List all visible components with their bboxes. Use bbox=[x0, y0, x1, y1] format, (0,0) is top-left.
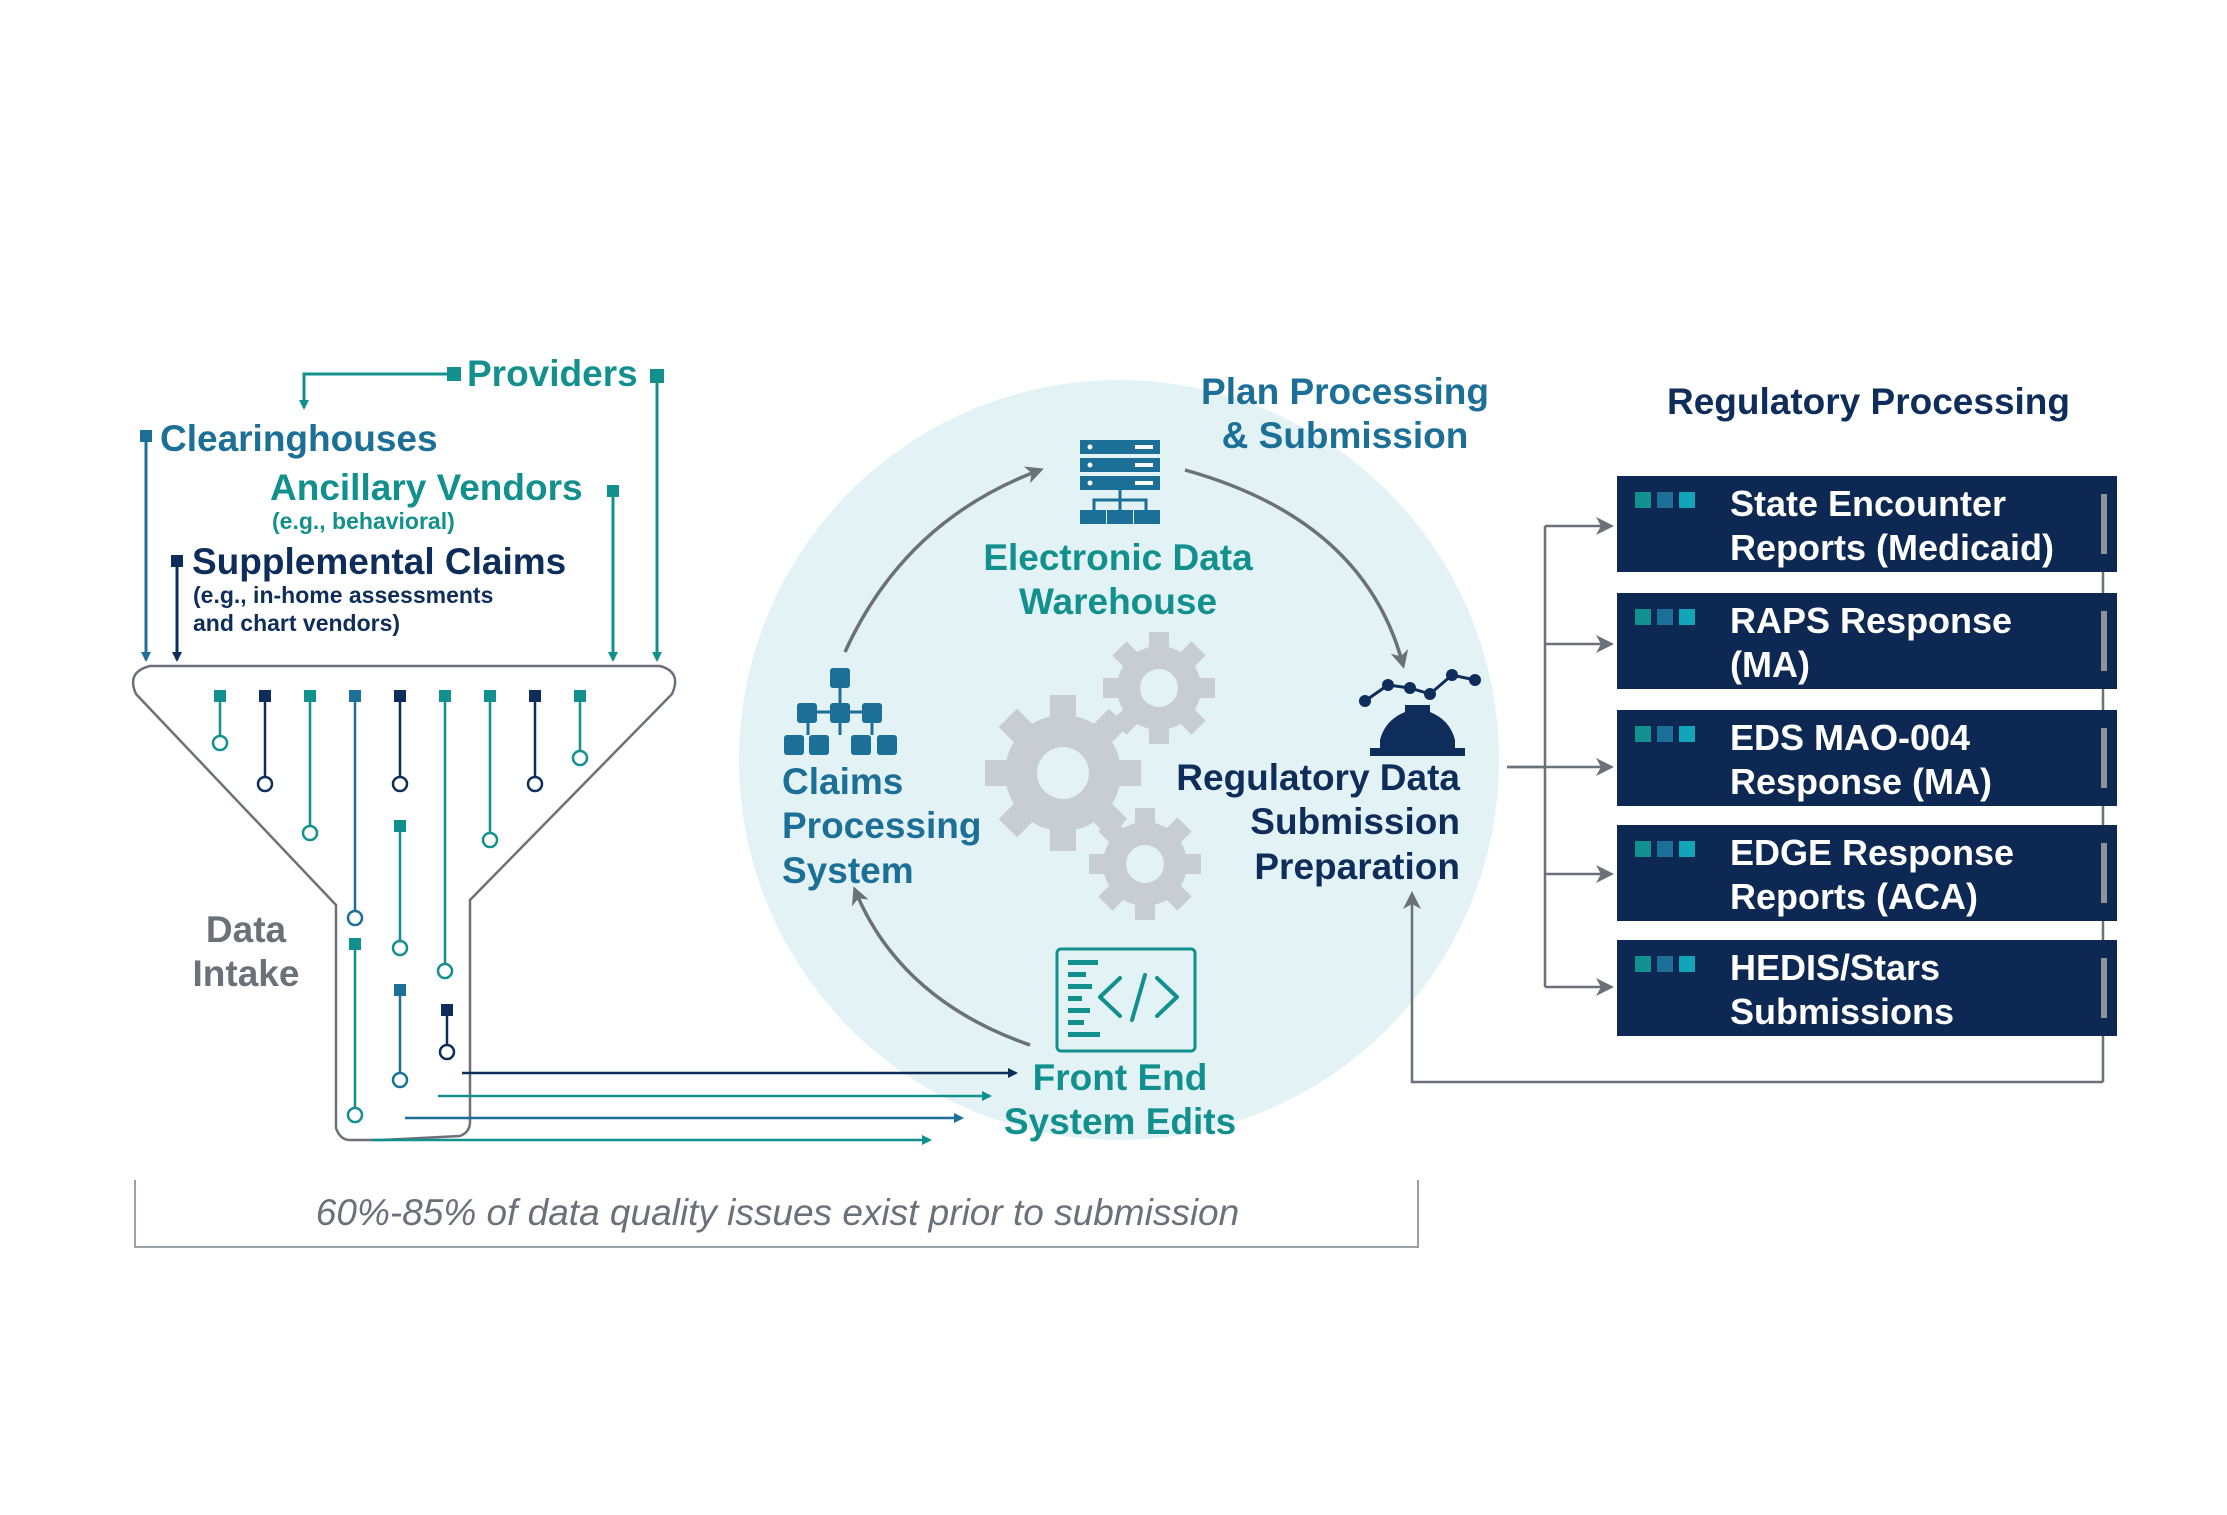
indicator-icon bbox=[1657, 956, 1673, 972]
regprep-line-3: Preparation bbox=[1254, 845, 1460, 887]
data-intake-line-1: Data bbox=[205, 909, 287, 950]
org-chart-icon bbox=[784, 668, 897, 755]
indicator-icon bbox=[1679, 609, 1695, 625]
supplemental-claims-label: Supplemental Claims bbox=[192, 541, 567, 582]
reg-box-label: EDGE Response Reports (ACA) bbox=[1730, 832, 2015, 917]
footnote-bracket bbox=[134, 1180, 1419, 1248]
reg-box-raps: RAPS Response (MA) bbox=[1617, 593, 2117, 689]
code-window-icon bbox=[1055, 947, 1197, 1053]
server-stack-icon bbox=[1080, 440, 1160, 524]
regulatory-data-prep-label: Regulatory Data Submission Preparation bbox=[1110, 756, 1460, 889]
footnote: 60%-85% of data quality issues exist pri… bbox=[315, 1192, 1240, 1233]
electronic-data-warehouse-label: Electronic Data Warehouse bbox=[968, 536, 1268, 625]
providers-label: Providers bbox=[467, 353, 638, 394]
plan-title-line-1: Plan Processing bbox=[1201, 371, 1489, 412]
ancillary-connector bbox=[607, 485, 619, 662]
data-intake-label: Data Intake bbox=[176, 908, 316, 997]
regprep-line-1: Regulatory Data bbox=[1176, 757, 1460, 798]
line-chart-gear-icon bbox=[1359, 669, 1481, 756]
regprep-line-2: Submission bbox=[1250, 801, 1460, 843]
indicator-icon bbox=[1635, 956, 1651, 972]
regulatory-processing-title: Regulatory Processing bbox=[1667, 381, 2071, 422]
reg-box-label: EDS MAO-004 Response (MA) bbox=[1730, 717, 1993, 802]
front-end-edits-label: Front End System Edits bbox=[985, 1056, 1255, 1145]
indicator-icon bbox=[1657, 609, 1673, 625]
indicator-icon bbox=[1679, 492, 1695, 508]
providers-connector bbox=[299, 367, 664, 662]
reg-box-eds: EDS MAO-004 Response (MA) bbox=[1617, 710, 2117, 806]
cycle-arrows bbox=[843, 466, 1409, 1047]
clearinghouses-connector bbox=[140, 430, 152, 662]
claims-line-2: Processing bbox=[782, 805, 982, 847]
reg-box-label: State Encounter Reports (Medicaid) bbox=[1730, 483, 2055, 568]
ancillary-vendors-label: Ancillary Vendors bbox=[270, 467, 583, 508]
reg-box-state-encounter: State Encounter Reports (Medicaid) bbox=[1617, 476, 2117, 572]
claims-line-1: Claims bbox=[782, 761, 904, 802]
plan-title-line-2: & Submission bbox=[1221, 415, 1469, 457]
indicator-icon bbox=[1635, 492, 1651, 508]
indicator-icon bbox=[1657, 492, 1673, 508]
funnel-pins bbox=[211, 690, 589, 1124]
frontend-line-2: System Edits bbox=[1003, 1101, 1237, 1143]
plan-processing-title: Plan Processing & Submission bbox=[1190, 370, 1500, 459]
scroll-bar-icon bbox=[2101, 958, 2107, 1018]
indicator-icon bbox=[1679, 956, 1695, 972]
reg-box-label: RAPS Response (MA) bbox=[1730, 600, 2013, 685]
claims-line-3: System bbox=[782, 849, 914, 891]
frontend-line-1: Front End bbox=[1032, 1057, 1208, 1098]
indicator-icon bbox=[1657, 726, 1673, 742]
funnel-outflow-arrows bbox=[372, 1068, 1018, 1145]
reg-box-label: HEDIS/Stars Submissions bbox=[1730, 947, 1955, 1032]
scroll-bar-icon bbox=[2101, 728, 2107, 788]
scroll-bar-icon bbox=[2101, 843, 2107, 903]
data-intake-line-2: Intake bbox=[192, 953, 300, 995]
claims-processing-label: Claims Processing System bbox=[782, 760, 981, 893]
indicator-icon bbox=[1679, 726, 1695, 742]
indicator-icon bbox=[1635, 609, 1651, 625]
indicator-icon bbox=[1657, 841, 1673, 857]
supplemental-claims-sub-2: and chart vendors) bbox=[193, 610, 401, 636]
supplemental-connector bbox=[171, 555, 183, 662]
reg-box-edge: EDGE Response Reports (ACA) bbox=[1617, 825, 2117, 921]
gears-icon bbox=[985, 632, 1215, 920]
clearinghouses-label: Clearinghouses bbox=[160, 418, 438, 459]
supplemental-claims-sub-1: (e.g., in-home assessments bbox=[193, 582, 494, 608]
edw-line-2: Warehouse bbox=[1018, 581, 1218, 623]
indicator-icon bbox=[1635, 841, 1651, 857]
reg-box-hedis: HEDIS/Stars Submissions bbox=[1617, 940, 2117, 1036]
scroll-bar-icon bbox=[2101, 494, 2107, 554]
edw-line-1: Electronic Data bbox=[983, 537, 1253, 578]
indicator-icon bbox=[1635, 726, 1651, 742]
ancillary-vendors-sub: (e.g., behavioral) bbox=[272, 508, 455, 534]
scroll-bar-icon bbox=[2101, 611, 2107, 671]
indicator-icon bbox=[1679, 841, 1695, 857]
